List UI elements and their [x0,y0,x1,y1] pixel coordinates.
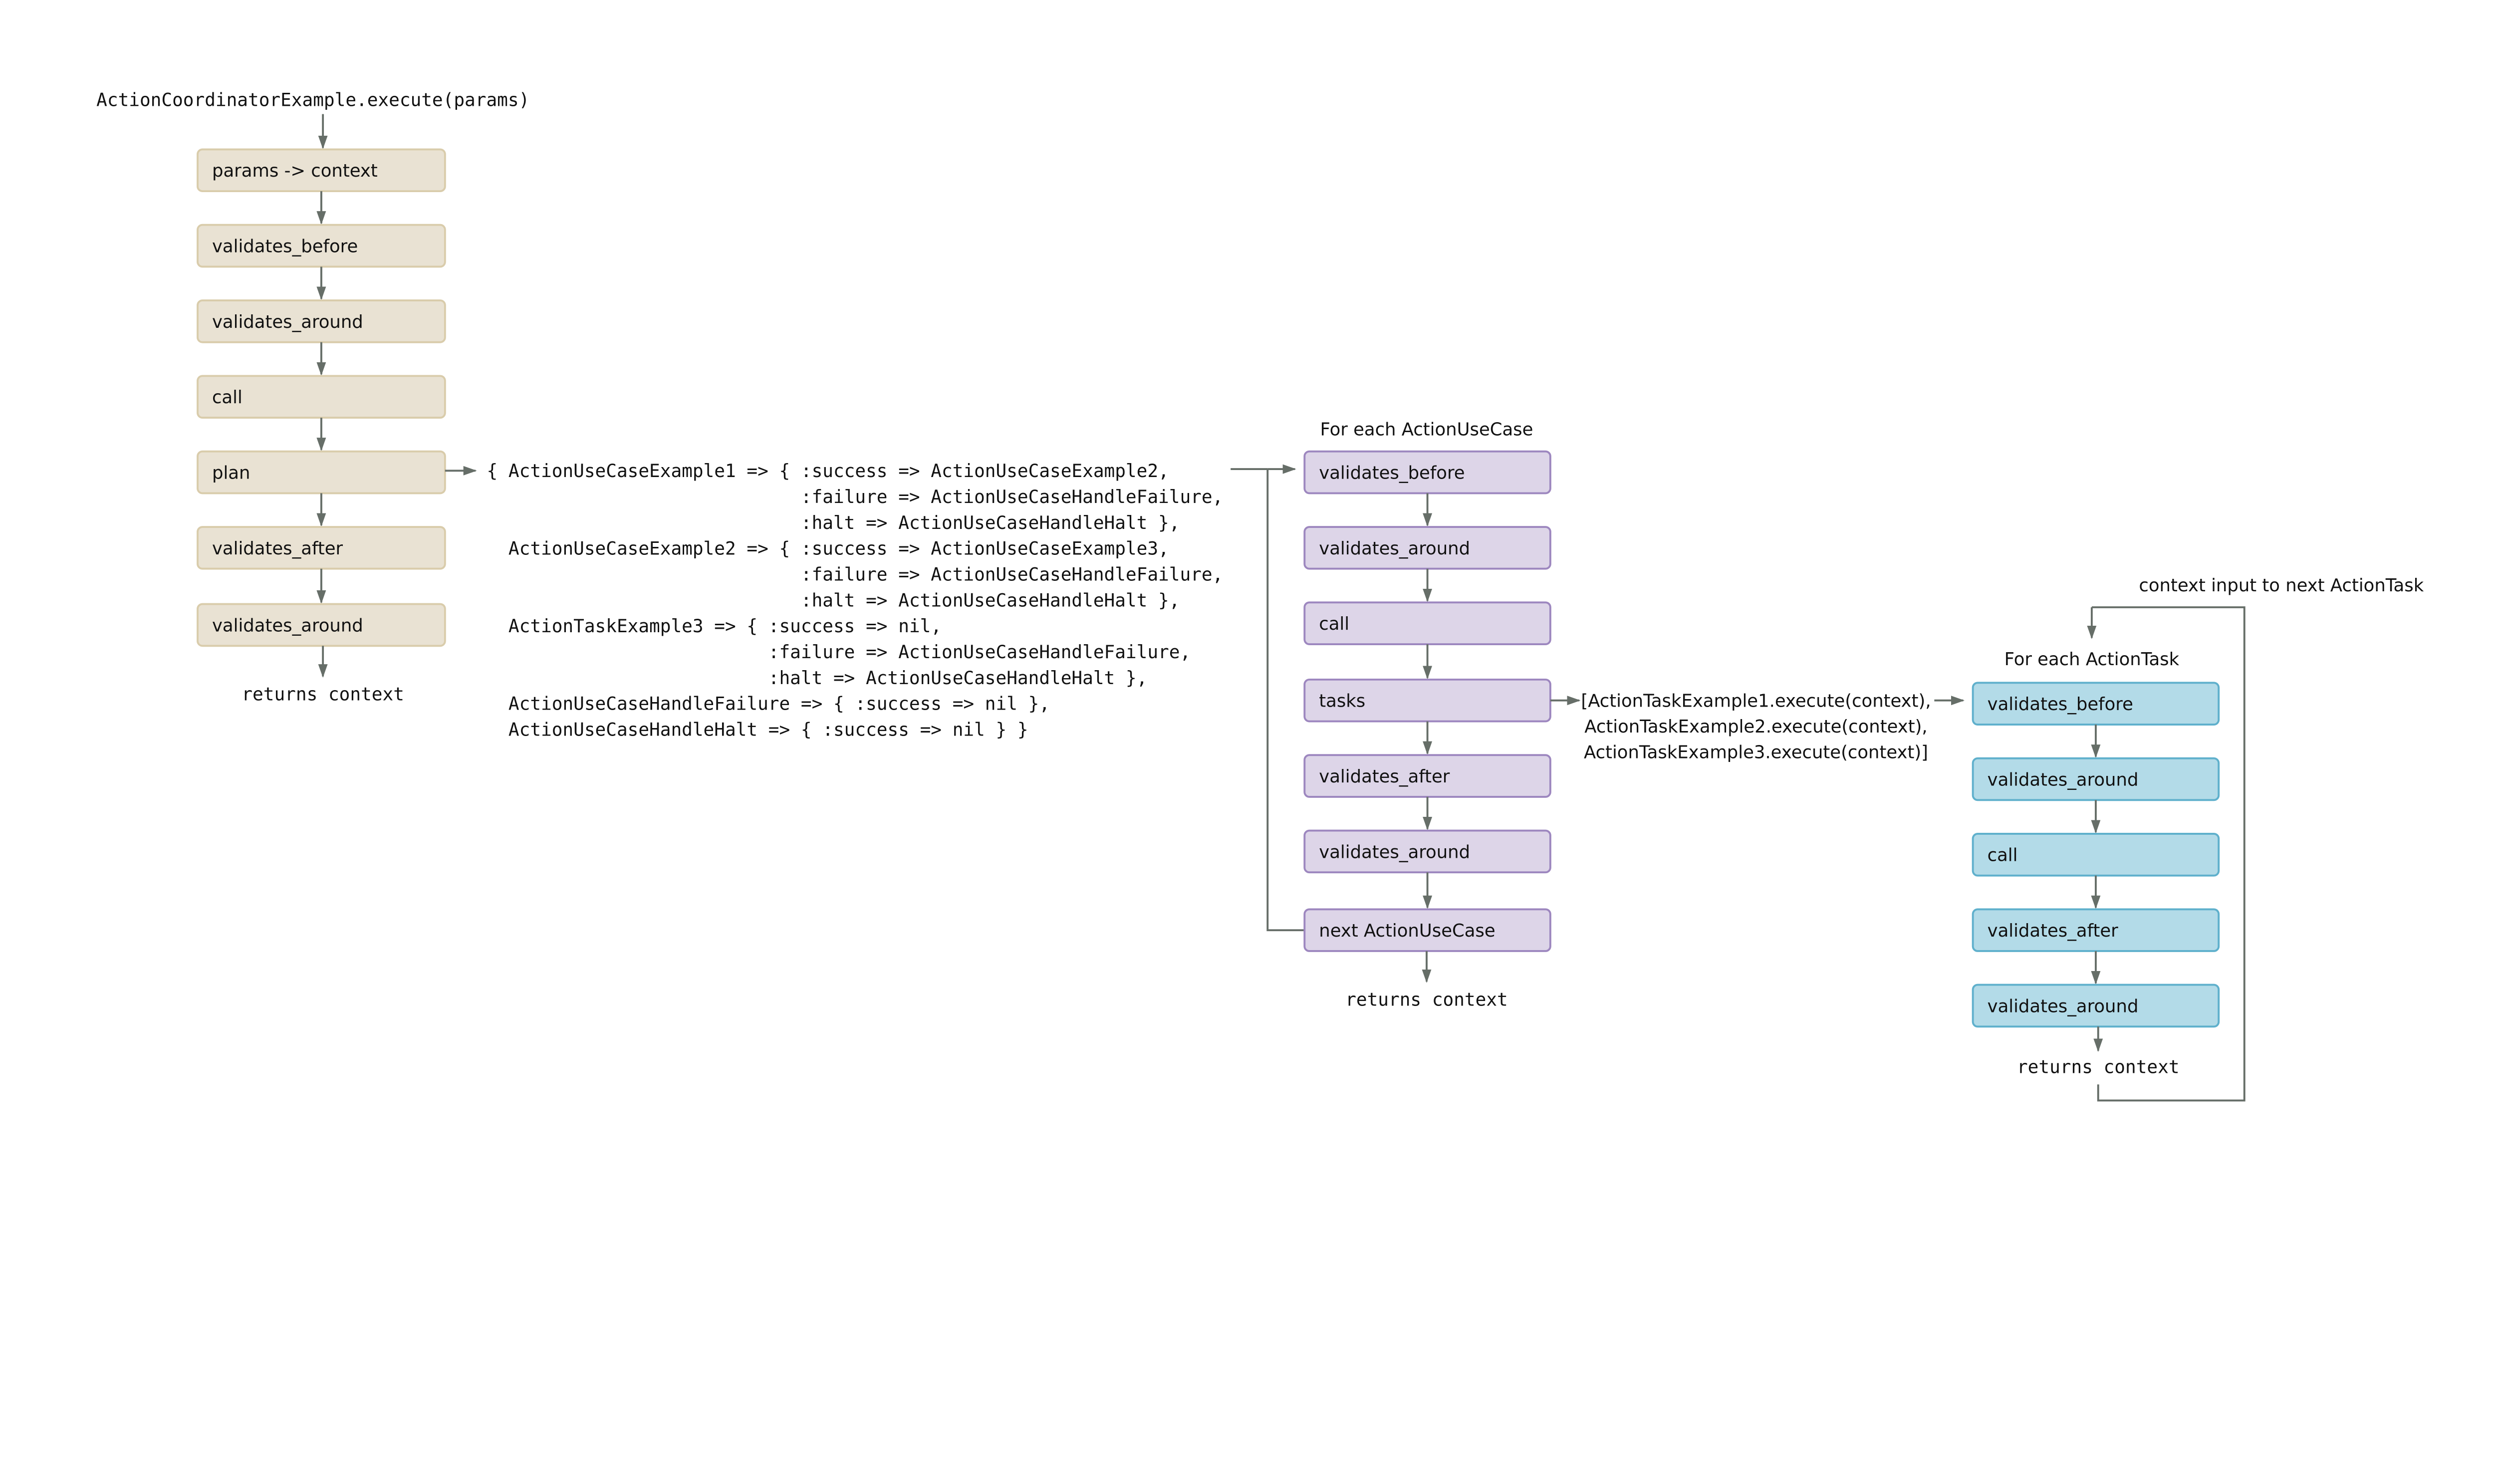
usecase-step-label: validates_before [1319,463,1465,483]
task-step-label: validates_around [1988,769,2139,790]
task-list-line: ActionTaskExample2.execute(context), [1584,717,1927,737]
coordinator-step-label: plan [212,463,250,483]
coordinator-step-label: validates_before [212,236,358,256]
usecase-heading: For each ActionUseCase [1320,420,1533,440]
next-usecase-loop [1266,469,1305,932]
plan-code-line: :failure => ActionUseCaseHandleFailure, [487,487,1224,507]
task-list-line: ActionTaskExample3.execute(context)] [1584,742,1928,763]
task-returns: returns context [2017,1057,2180,1078]
usecase-step-label: validates_around [1319,842,1470,862]
coordinator-step-box [197,526,446,570]
plan-code-line: ActionUseCaseHandleFailure => { :success… [487,694,1050,715]
task-step-box [1972,984,2220,1028]
plan-code-line: ActionTaskExample3 => { :success => nil, [487,616,942,637]
task-step-label: validates_before [1988,694,2133,715]
usecase-step-label: call [1319,614,1349,634]
next-task-loop [2091,606,2246,1102]
usecase-returns: returns context [1345,989,1508,1010]
task-loop-label: context input to next ActionTask [2139,575,2424,596]
task-heading: For each ActionTask [2004,649,2180,670]
plan-code-line: :halt => ActionUseCaseHandleHalt }, [487,668,1148,689]
diagram-layer: ActionCoordinatorExample.execute(params)… [96,89,2424,1102]
task-step-label: call [1988,845,2018,866]
plan-code-line: ActionUseCaseHandleHalt => { :success =>… [487,720,1028,741]
usecase-step-label: next ActionUseCase [1319,921,1495,941]
plan-code-line: :halt => ActionUseCaseHandleHalt }, [487,590,1180,611]
coordinator-step-label: validates_around [212,312,363,332]
task-list-line: [ActionTaskExample1.execute(context), [1581,691,1931,712]
usecase-step-box [1303,526,1551,570]
plan-code-line: :failure => ActionUseCaseHandleFailure, [487,564,1224,585]
plan-code-line: ActionUseCaseExample2 => { :success => A… [487,538,1169,559]
coordinator-title: ActionCoordinatorExample.execute(params) [96,89,529,110]
coordinator-step-label: call [212,387,243,408]
task-step-label: validates_after [1988,921,2119,941]
coordinator-step-label: params -> context [212,161,378,181]
coordinator-step-label: validates_around [212,615,363,636]
usecase-step-label: validates_around [1319,538,1470,559]
usecase-step-label: tasks [1319,691,1365,712]
task-step-label: validates_around [1988,996,2139,1016]
coordinator-step-label: validates_after [212,538,343,559]
usecase-step-label: validates_after [1319,766,1450,787]
coordinator-step-box [197,603,446,647]
plan-code-line: { ActionUseCaseExample1 => { :success =>… [487,461,1169,482]
action-flow-diagram: ActionCoordinatorExample.execute(params)… [96,89,2424,1102]
coordinator-returns: returns context [242,684,404,705]
plan-code-line: :failure => ActionUseCaseHandleFailure, [487,642,1191,663]
plan-code-line: :halt => ActionUseCaseHandleHalt }, [487,512,1180,533]
